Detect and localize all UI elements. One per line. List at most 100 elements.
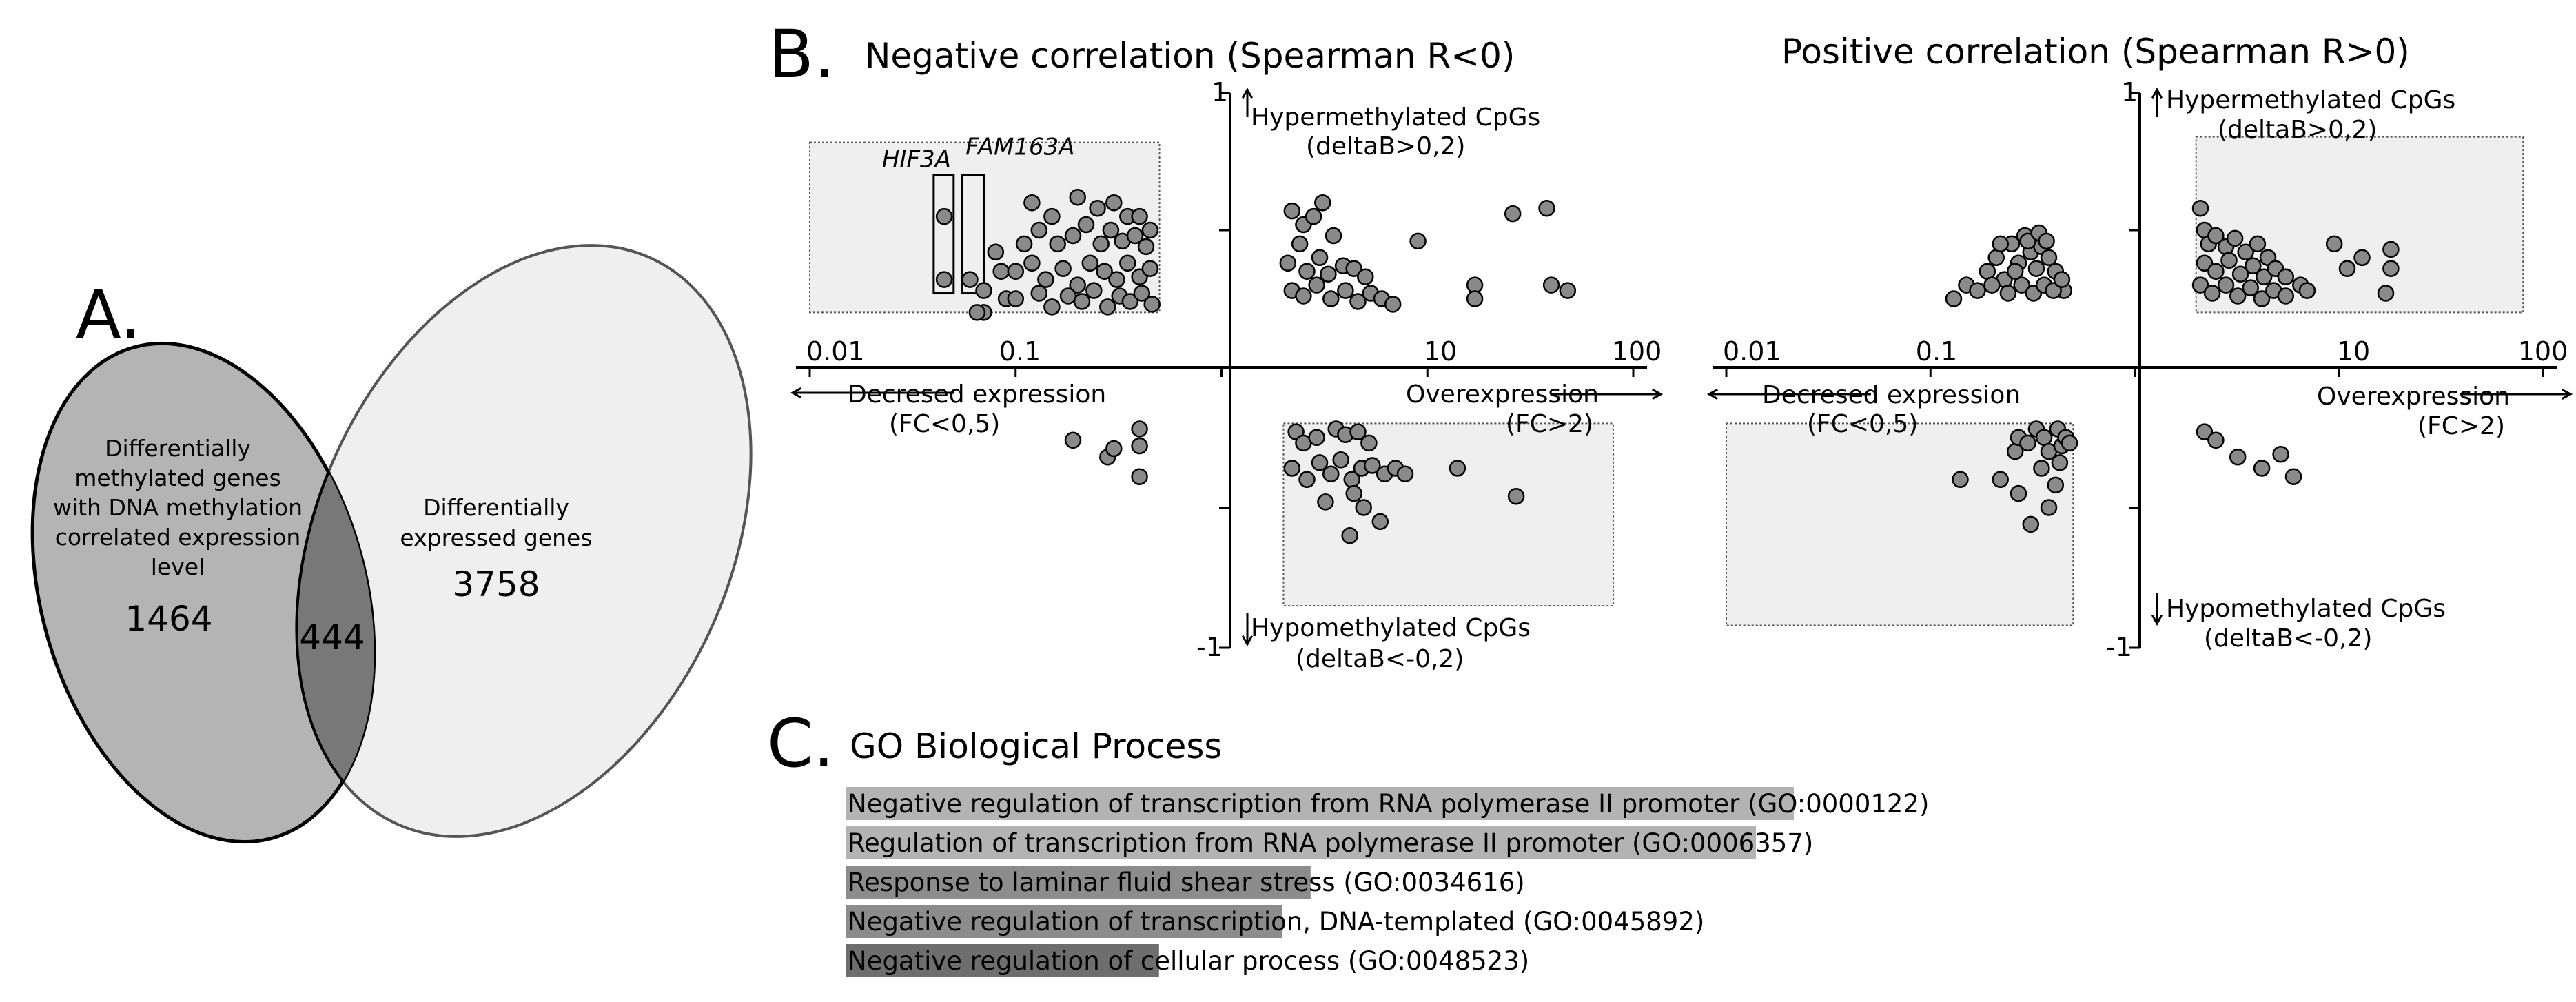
- data-point: [2040, 499, 2058, 516]
- data-points: [1945, 199, 2400, 533]
- data-point: [1043, 298, 1061, 316]
- hypomethylated-label: Hypomethylated CpGs: [1251, 614, 1531, 642]
- venn-overlap-count: 444: [299, 617, 365, 657]
- data-point: [2045, 282, 2062, 299]
- data-point: [1126, 227, 1144, 245]
- go-bars: Negative regulation of transcription fro…: [846, 787, 1929, 977]
- data-point: [2207, 263, 2225, 280]
- data-point: [1283, 460, 1301, 477]
- y-tick-label: -1: [2106, 632, 2132, 662]
- gene-label-0: HIF3A: [882, 145, 951, 173]
- data-point: [2226, 229, 2244, 247]
- data-point: [1096, 263, 1113, 280]
- data-point: [1007, 263, 1025, 280]
- data-point: [2277, 268, 2295, 285]
- data-point: [2255, 268, 2273, 285]
- venn-left-count: 1464: [125, 599, 212, 639]
- overexpression-sub: (FC>2): [2417, 412, 2505, 440]
- data-point: [1349, 423, 1367, 440]
- data-point: [1119, 254, 1136, 272]
- venn-diagram: A. Differentially methylated genes with …: [30, 244, 753, 844]
- data-point: [1341, 526, 1358, 544]
- data-point: [2019, 232, 2036, 250]
- data-point: [1992, 471, 2009, 489]
- x-tick-label: 0.1: [1916, 336, 1957, 367]
- data-point: [1049, 235, 1066, 253]
- data-point: [2027, 260, 2045, 277]
- data-point: [1099, 298, 1116, 316]
- data-point: [1384, 296, 1402, 313]
- data-point: [935, 207, 953, 225]
- data-point: [2298, 282, 2316, 299]
- data-point: [1131, 207, 1148, 225]
- overexpression-label: Overexpression: [2317, 382, 2510, 411]
- data-point: [2196, 254, 2214, 272]
- hypomethylated-sub: (deltaB<-0,2): [1296, 645, 1464, 673]
- data-point: [1291, 235, 1309, 253]
- panel-letter-a: A.: [76, 276, 141, 354]
- panel-letter-b: B.: [768, 16, 835, 93]
- data-point: [1121, 293, 1139, 310]
- data-point: [1987, 249, 2005, 267]
- venn-left-label-2: methylated genes: [74, 464, 281, 491]
- x-tick-label: 10: [1424, 336, 1457, 367]
- venn-left-label-5: level: [151, 553, 205, 580]
- highlight-quadrant-1: [1282, 422, 1615, 606]
- data-point: [1449, 460, 1466, 477]
- decreased-expression-label: Decresed expression: [848, 380, 1106, 409]
- data-point: [992, 263, 1010, 280]
- axis-annotations: Hypermethylated CpGs (deltaB>0,2) Hypome…: [1762, 86, 2510, 653]
- x-tick-label: 0.1: [999, 336, 1041, 367]
- data-point: [1007, 290, 1025, 307]
- x-tick-label: 10: [2337, 336, 2370, 367]
- scatter-negative-correlation: Negative correlation (Spearman R<0) HIF3…: [790, 36, 1664, 673]
- data-point: [2207, 227, 2225, 245]
- arrow-head: [1651, 388, 1664, 400]
- axes: [790, 87, 1664, 649]
- data-point: [2220, 252, 2238, 269]
- data-point: [1320, 265, 1337, 283]
- go-title: GO Biological Process: [850, 726, 1222, 766]
- go-bar: [846, 787, 1794, 820]
- venn-left-label-4: correlated expression: [55, 524, 301, 551]
- data-point: [968, 304, 986, 321]
- scatter-positive-correlation: Positive correlation (Spearman R>0) 0.01…: [1706, 32, 2573, 662]
- y-tick-label: -1: [1196, 632, 1223, 662]
- go-term-label: Response to laminar fluid shear stress (…: [848, 868, 1525, 897]
- overexpression-sub: (FC>2): [1506, 410, 1593, 438]
- data-point: [2249, 235, 2267, 253]
- go-term-label: Negative regulation of transcription fro…: [848, 789, 1929, 819]
- venn-right-label-1: Differentially: [423, 494, 569, 521]
- data-point: [1409, 232, 1427, 250]
- overexpression-label: Overexpression: [1406, 380, 1599, 409]
- data-point: [1015, 235, 1033, 253]
- chart-title-positive: Positive correlation (Spearman R>0): [1781, 32, 2410, 72]
- data-point: [1969, 282, 1986, 299]
- data-point: [1298, 471, 1316, 489]
- data-point: [1466, 290, 1484, 307]
- data-point: [1322, 290, 1340, 307]
- y-tick-label: 1: [2121, 77, 2138, 108]
- data-point: [1073, 293, 1091, 310]
- data-point: [1030, 221, 1048, 239]
- data-point: [1143, 296, 1161, 313]
- data-point: [1295, 287, 1312, 305]
- venn-right-label-2: expressed genes: [400, 524, 592, 551]
- data-point: [1064, 227, 1082, 245]
- data-point: [1089, 199, 1106, 217]
- data-point: [2019, 434, 2036, 452]
- venn-right-ellipse: [295, 244, 753, 838]
- data-point: [2035, 429, 2053, 447]
- data-point: [1064, 431, 1082, 449]
- data-point: [2229, 287, 2247, 305]
- data-point: [1085, 282, 1103, 299]
- data-point: [2382, 241, 2400, 258]
- data-point: [1131, 437, 1148, 455]
- data-point: [2061, 434, 2078, 452]
- data-point: [1371, 513, 1389, 531]
- data-point: [2047, 476, 2065, 494]
- data-point: [2325, 235, 2343, 253]
